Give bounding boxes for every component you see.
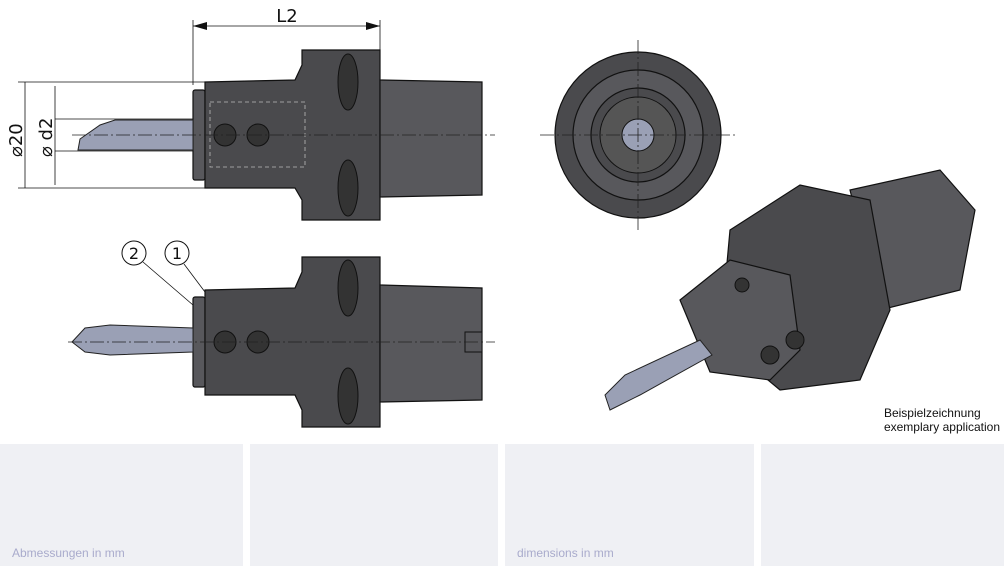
dimension-l2: L2 (276, 6, 297, 27)
example-caption: Beispielzeichnung exemplary application (884, 406, 1000, 434)
info-panel-3: dimensions in mm (505, 444, 754, 566)
front-view (540, 40, 738, 232)
info-panel-2 (250, 444, 498, 566)
info-panel-4 (761, 444, 1004, 566)
caption-english: exemplary application (883, 420, 1000, 434)
dimension-diameter-d2: ⌀ d2 (36, 118, 57, 157)
dimension-diameter-20: ⌀20 (6, 123, 27, 157)
position-number-2: 2 (129, 244, 139, 263)
info-panel-1: Abmessungen in mm (0, 444, 243, 566)
caption-german: Beispielzeichnung (883, 406, 981, 420)
units-label-english: dimensions in mm (517, 546, 614, 560)
position-number-1: 1 (172, 244, 182, 263)
technical-drawing: L2 ⌀20 ⌀ d2 2 1 (6, 6, 976, 428)
units-label-german: Abmessungen in mm (12, 546, 125, 560)
isometric-view (604, 169, 976, 411)
side-view-bottom: 2 1 (68, 240, 495, 428)
side-view-top: L2 ⌀20 ⌀ d2 (6, 6, 495, 221)
